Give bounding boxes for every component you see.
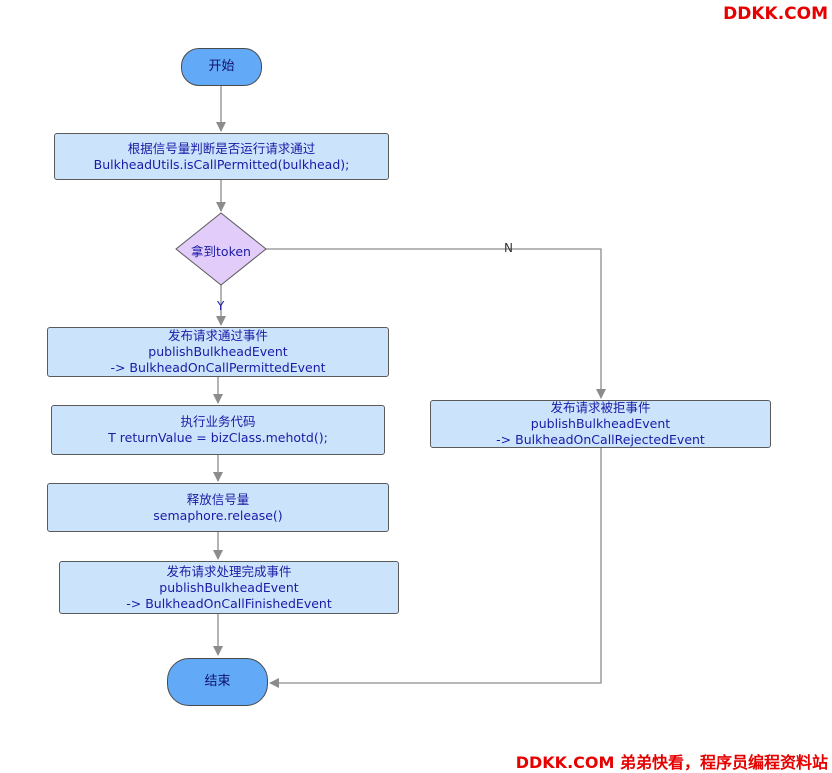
- execute-line-2: T returnValue = bizClass.mehotd();: [108, 430, 328, 445]
- arrow-rejected-to-end: [269, 448, 602, 688]
- release-line-2: semaphore.release(): [153, 507, 283, 523]
- execute-line-1: 执行业务代码: [180, 414, 256, 429]
- permitted-event-node: 发布请求通过事件 publishBulkheadEvent -> Bulkhea…: [47, 327, 389, 377]
- watermark-bottom: DDKK.COM 弟弟快看，程序员编程资料站: [515, 753, 828, 772]
- decision-label: 拿到token: [191, 244, 251, 259]
- permitted-line-3: -> BulkheadOnCallPermittedEvent: [110, 360, 326, 375]
- finished-line-2: publishBulkheadEvent: [159, 579, 299, 595]
- rejected-event-node: 发布请求被拒事件 publishBulkheadEvent -> Bulkhea…: [430, 400, 771, 448]
- permitted-line-1: 发布请求通过事件: [167, 328, 268, 343]
- check-line-1: 根据信号量判断是否运行请求通过: [127, 140, 316, 156]
- arrow-decision-to-rejected: [266, 248, 606, 399]
- release-semaphore-node: 释放信号量 semaphore.release(): [47, 483, 389, 532]
- no-label: N: [504, 241, 513, 255]
- execute-business-node: 执行业务代码 T returnValue = bizClass.mehotd()…: [51, 405, 385, 455]
- finished-line-3: -> BulkheadOnCallFinishedEvent: [126, 595, 332, 611]
- rejected-line-3: -> BulkheadOnCallRejectedEvent: [496, 432, 705, 447]
- start-label: 开始: [208, 59, 235, 74]
- decision-diamond: [175, 212, 267, 286]
- check-permission-node: 根据信号量判断是否运行请求通过 BulkheadUtils.isCallPerm…: [54, 133, 389, 180]
- yes-label: Y: [217, 299, 225, 313]
- end-label: 结束: [204, 674, 231, 689]
- release-line-1: 释放信号量: [186, 491, 250, 507]
- start-node: 开始: [181, 48, 262, 86]
- finished-line-1: 发布请求处理完成事件: [166, 563, 292, 579]
- permitted-line-2: publishBulkheadEvent: [148, 344, 288, 359]
- finished-event-node: 发布请求处理完成事件 publishBulkheadEvent -> Bulkh…: [59, 561, 399, 614]
- end-node: 结束: [167, 658, 268, 706]
- rejected-line-1: 发布请求被拒事件: [550, 400, 651, 415]
- rejected-line-2: publishBulkheadEvent: [530, 416, 671, 431]
- check-line-2: BulkheadUtils.isCallPermitted(bulkhead);: [93, 156, 350, 172]
- watermark-top: DDKK.COM: [723, 4, 828, 24]
